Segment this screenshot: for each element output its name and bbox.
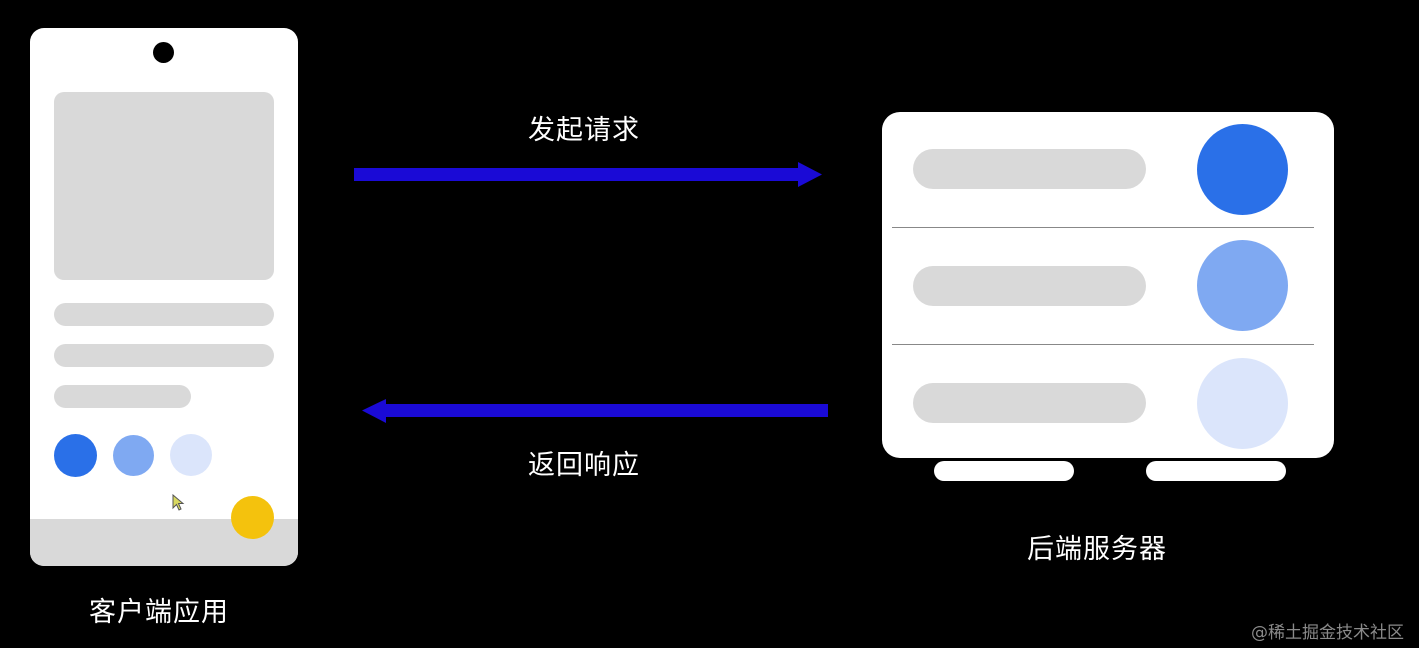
server-row-bar — [913, 383, 1146, 423]
server-label: 后端服务器 — [1027, 534, 1167, 565]
server-divider — [892, 344, 1314, 345]
server-row-indicator-mid — [1197, 240, 1288, 331]
response-arrow — [362, 399, 828, 423]
watermark: @稀土掘金技术社区 — [1251, 623, 1404, 643]
server-row-indicator-strong — [1197, 124, 1288, 215]
phone-floating-action-button — [231, 496, 274, 539]
phone-dot-strong — [54, 434, 97, 477]
phone-image-placeholder — [54, 92, 274, 280]
server-row-indicator-light — [1197, 358, 1288, 449]
server-row-bar — [913, 266, 1146, 306]
client-label: 客户端应用 — [89, 597, 229, 628]
phone-text-line — [54, 303, 274, 326]
backend-server — [882, 112, 1334, 458]
client-phone — [30, 28, 298, 566]
server-foot — [934, 461, 1074, 481]
request-arrow — [354, 162, 822, 187]
phone-text-line-short — [54, 385, 191, 408]
server-row-bar — [913, 149, 1146, 189]
server-divider — [892, 227, 1314, 228]
phone-text-line — [54, 344, 274, 367]
mouse-pointer-icon — [172, 494, 185, 511]
request-label: 发起请求 — [528, 115, 640, 146]
phone-dot-mid — [113, 435, 154, 476]
phone-dot-light — [170, 434, 212, 476]
response-label: 返回响应 — [528, 450, 640, 481]
camera-notch-icon — [153, 42, 174, 63]
server-foot — [1146, 461, 1286, 481]
